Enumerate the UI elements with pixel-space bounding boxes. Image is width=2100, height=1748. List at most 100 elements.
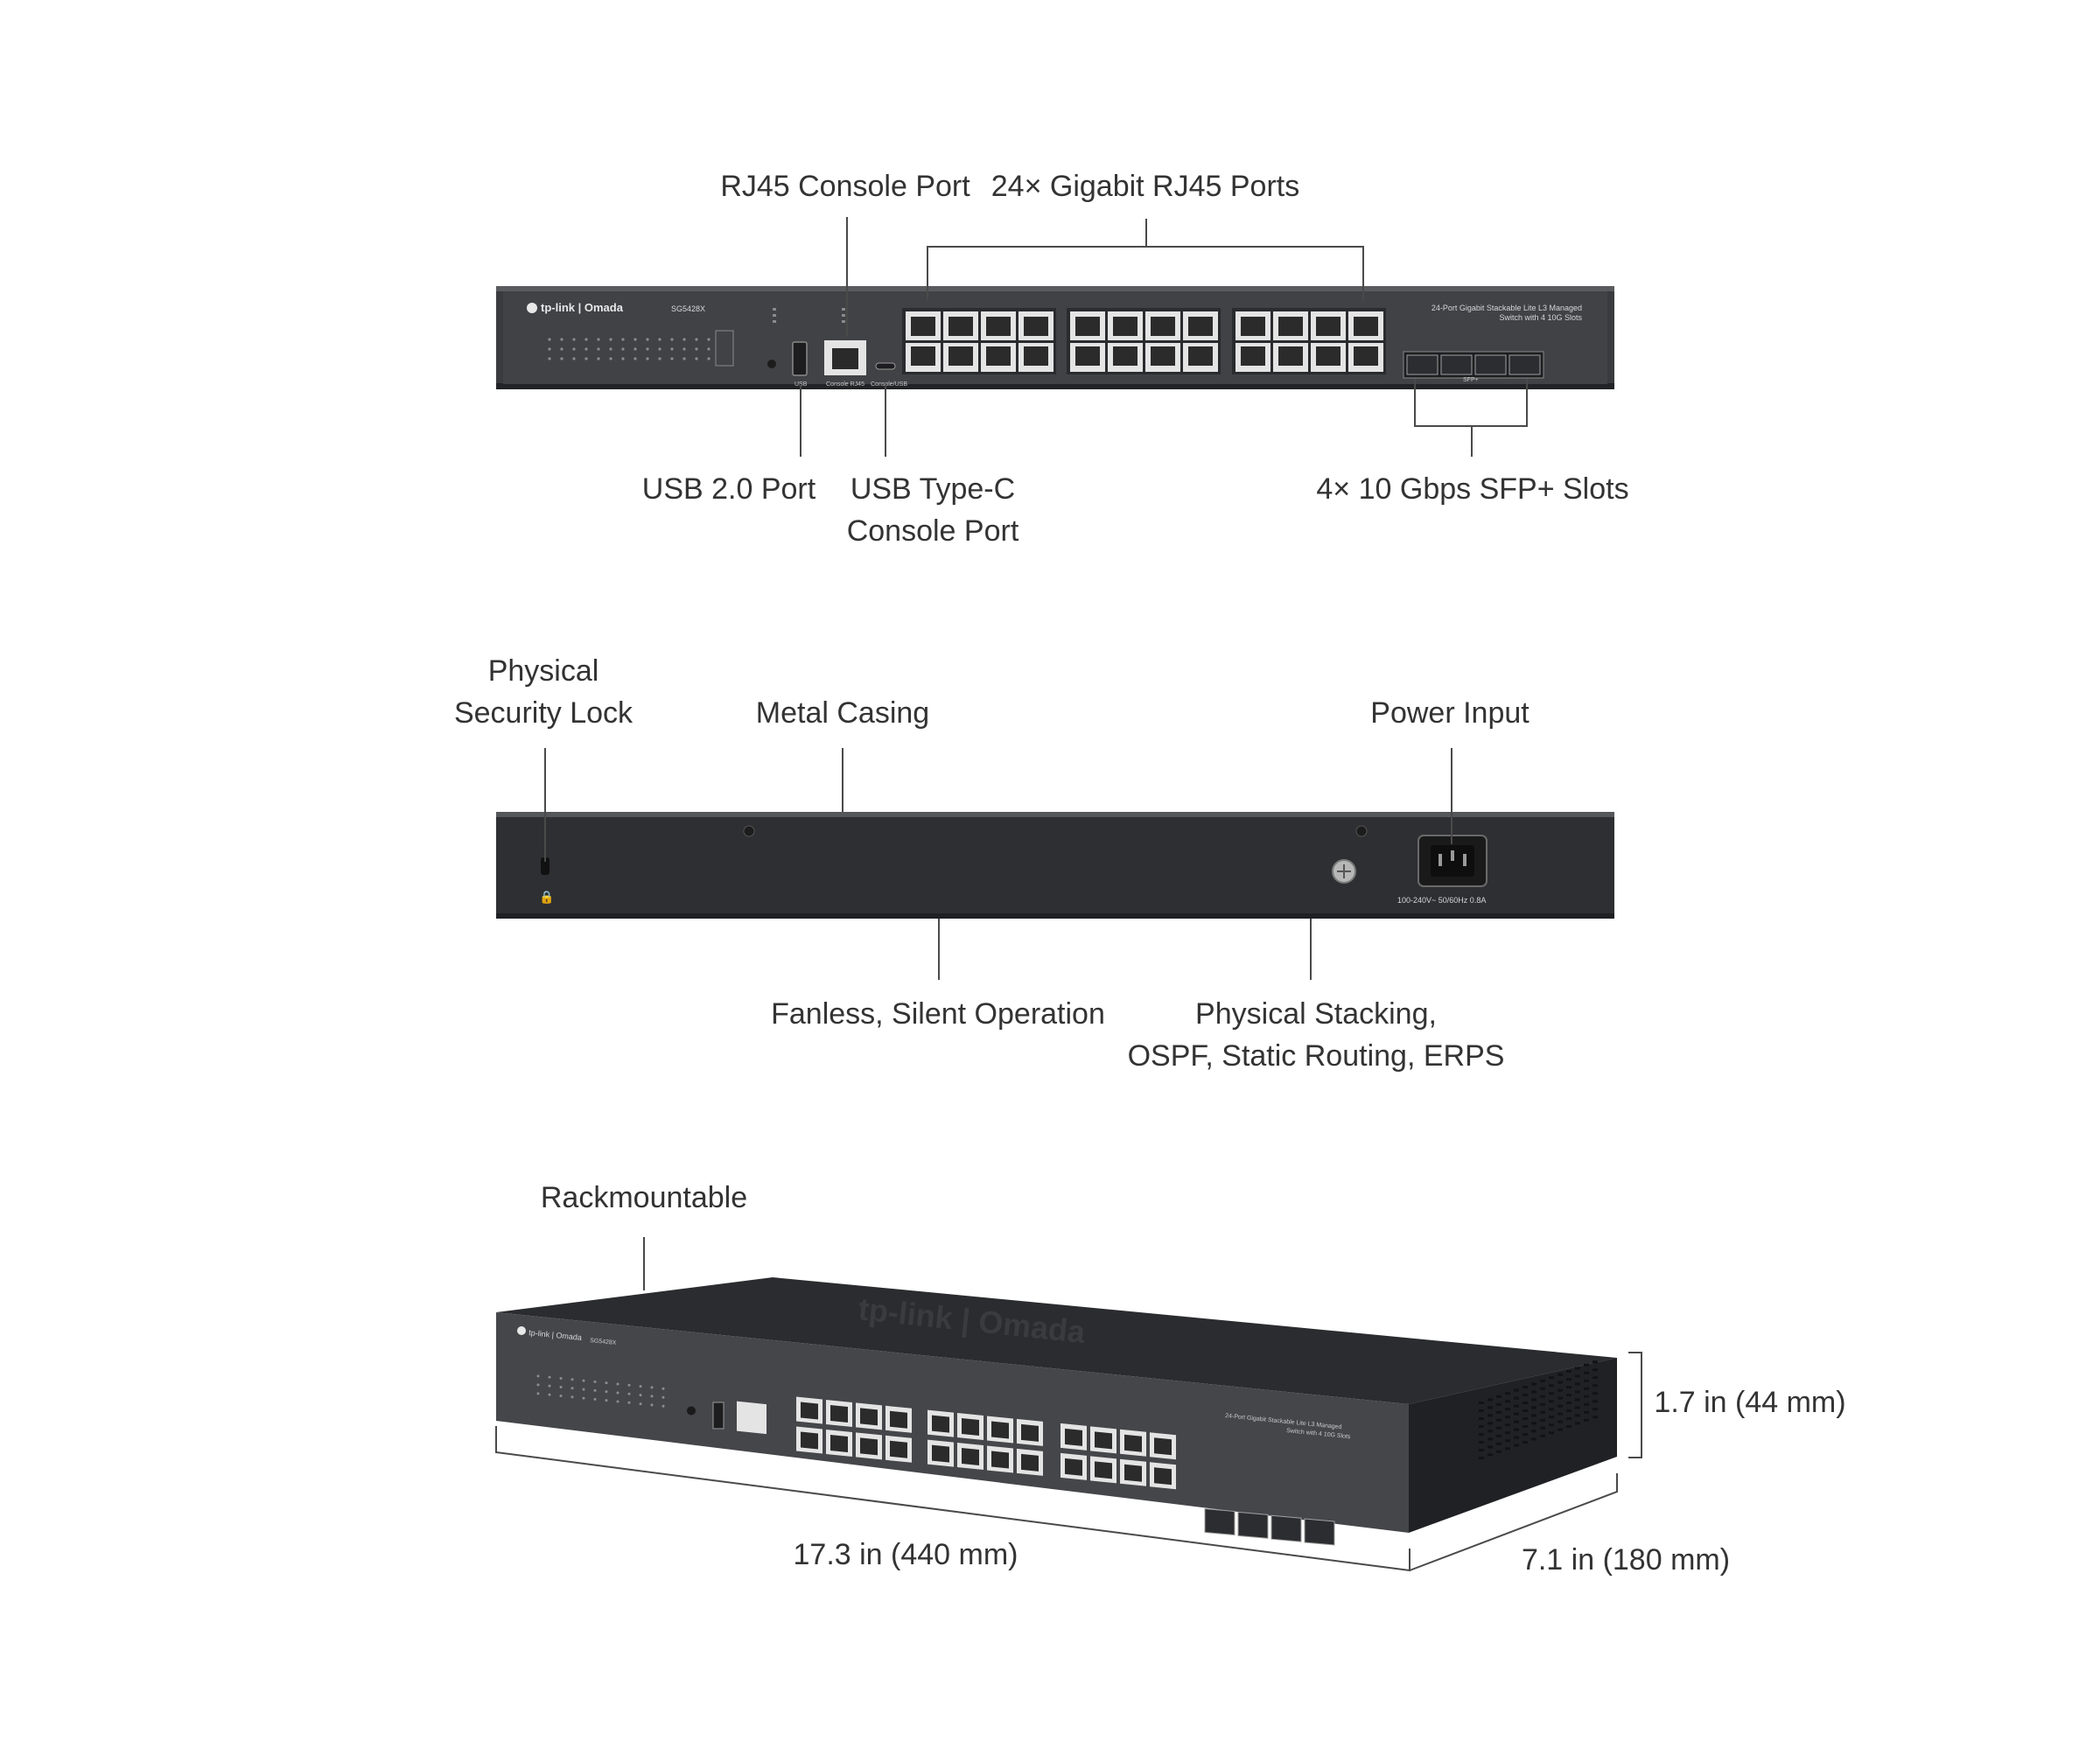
iso-status-led xyxy=(593,1380,597,1383)
console-usbc-port xyxy=(875,362,896,370)
status-led xyxy=(572,338,576,341)
vent-hole xyxy=(1531,1406,1536,1409)
iso-status-led xyxy=(570,1395,574,1399)
iso-mode-button xyxy=(687,1406,696,1416)
vent-hole xyxy=(1592,1408,1598,1411)
vent-hole xyxy=(1496,1442,1502,1445)
vent-hole xyxy=(1566,1394,1572,1396)
iso-sfp-slot xyxy=(1270,1514,1302,1542)
usb-port xyxy=(792,341,808,376)
console-rj45-caption: Console RJ45 xyxy=(826,381,864,388)
dimension-lines xyxy=(495,1237,1642,1572)
device-description-line2: Switch with 4 10G Slots xyxy=(1499,313,1582,322)
vent-hole xyxy=(1575,1398,1580,1402)
lock-icon: 🔒 xyxy=(539,890,554,905)
status-led xyxy=(634,338,637,341)
label-usbc-line2: Console Port xyxy=(847,514,1019,548)
vent-hole xyxy=(1496,1395,1502,1398)
sfp-caption: SFP+ xyxy=(1463,377,1479,383)
vent-hole xyxy=(1549,1423,1554,1427)
iso-status-led xyxy=(627,1383,631,1387)
tp-link-logo-icon xyxy=(527,303,537,313)
vent-hole xyxy=(1592,1360,1598,1364)
vent-hole xyxy=(1566,1417,1572,1420)
label-rack: Rackmountable xyxy=(541,1181,747,1214)
status-led xyxy=(621,347,625,351)
status-led xyxy=(548,357,551,360)
vent-hole xyxy=(1496,1410,1502,1414)
vent-hole xyxy=(1505,1392,1510,1395)
iso-status-led xyxy=(627,1392,631,1395)
status-led xyxy=(560,347,564,351)
vent-hole xyxy=(1584,1395,1589,1398)
iso-status-led xyxy=(639,1385,642,1388)
model-text: SG5428X xyxy=(671,304,705,313)
label-lock-line2: Security Lock xyxy=(454,696,634,730)
iso-status-led xyxy=(536,1383,540,1387)
vent-hole xyxy=(1505,1439,1510,1443)
isometric-view: tp-link | Omada tp-link | Omada SG5428X … xyxy=(496,1277,1617,1546)
vent-hole xyxy=(1479,1409,1484,1412)
iso-sfp-slot xyxy=(1237,1511,1269,1539)
vent-hole xyxy=(1496,1434,1502,1437)
vent-hole xyxy=(1540,1418,1545,1422)
status-led xyxy=(597,357,600,360)
status-led xyxy=(646,338,649,341)
vent-hole xyxy=(1505,1447,1510,1451)
vent-hole xyxy=(1479,1433,1484,1436)
vent-hole xyxy=(1549,1408,1554,1411)
status-led xyxy=(670,347,674,351)
vent-hole xyxy=(1531,1382,1536,1386)
label-sfp: 4× 10 Gbps SFP+ Slots xyxy=(1316,472,1628,506)
vent-hole xyxy=(1575,1390,1580,1394)
iso-status-led xyxy=(536,1392,540,1395)
iso-status-led xyxy=(605,1381,608,1385)
brand-text: tp-link | Omada xyxy=(541,301,624,314)
vent-hole xyxy=(1566,1386,1572,1388)
status-led xyxy=(621,338,625,341)
vent-hole xyxy=(1505,1400,1510,1403)
vent-hole xyxy=(1522,1402,1528,1404)
iso-status-led xyxy=(662,1387,665,1390)
status-led xyxy=(548,347,551,351)
vent-hole xyxy=(1479,1441,1484,1444)
vent-hole xyxy=(1514,1428,1519,1431)
status-led xyxy=(621,357,625,360)
iso-console-port xyxy=(737,1401,766,1435)
vent-hole xyxy=(1514,1388,1519,1392)
iso-status-led xyxy=(650,1386,654,1389)
status-led xyxy=(609,357,612,360)
iso-status-led xyxy=(593,1397,597,1401)
vent-hole xyxy=(1496,1418,1502,1422)
status-led xyxy=(609,338,612,341)
label-height: 1.7 in (44 mm) xyxy=(1654,1386,1845,1419)
vent-hole xyxy=(1488,1422,1493,1425)
label-width: 17.3 in (440 mm) xyxy=(794,1538,1018,1571)
status-led xyxy=(682,347,686,351)
label-rj45-console: RJ45 Console Port xyxy=(720,170,970,203)
vent-hole xyxy=(1549,1431,1554,1435)
side-vents xyxy=(1479,1360,1598,1459)
vent-hole xyxy=(1566,1409,1572,1412)
iso-status-led xyxy=(650,1395,654,1398)
vent-hole xyxy=(1558,1420,1563,1423)
vent-hole xyxy=(1522,1441,1528,1444)
vent-hole xyxy=(1566,1425,1572,1428)
sfp-slot xyxy=(1406,354,1438,375)
vent-hole xyxy=(1540,1426,1545,1430)
iso-status-led xyxy=(616,1400,620,1403)
vent-hole xyxy=(1514,1396,1519,1400)
vent-hole xyxy=(1592,1392,1598,1395)
vent-hole xyxy=(1592,1400,1598,1403)
status-led xyxy=(572,357,576,360)
iso-sfp-slot xyxy=(1304,1518,1335,1546)
vent-hole xyxy=(1531,1422,1536,1425)
vent-hole xyxy=(1540,1387,1545,1390)
status-led xyxy=(658,338,662,341)
device-description-line1: 24-Port Gigabit Stackable Lite L3 Manage… xyxy=(1432,304,1582,312)
vent-hole xyxy=(1522,1386,1528,1388)
vent-hole xyxy=(1531,1398,1536,1402)
vent-hole xyxy=(1592,1384,1598,1388)
status-led xyxy=(560,357,564,360)
iso-status-led xyxy=(559,1385,563,1388)
